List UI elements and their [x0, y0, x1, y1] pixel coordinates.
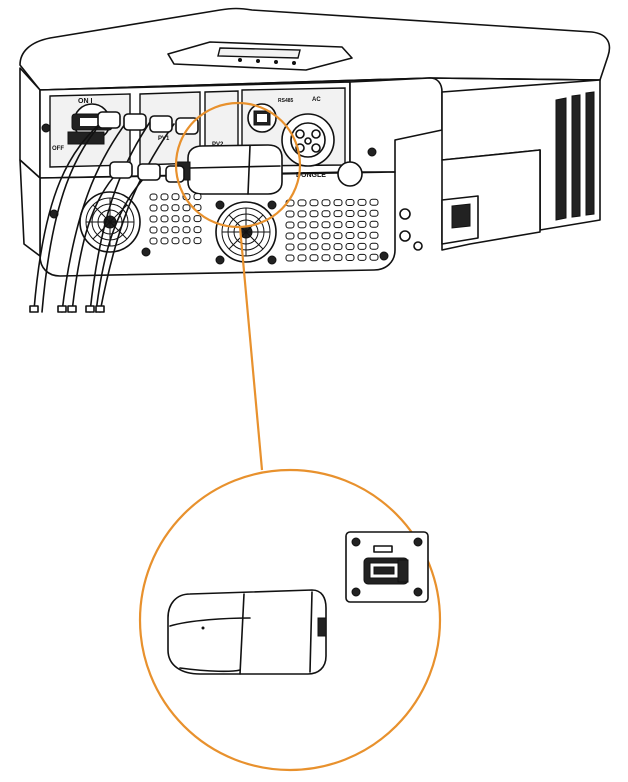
vent-slot [369, 231, 379, 239]
highlight-callout [138, 101, 442, 772]
vent-slot [297, 243, 307, 251]
vent-slot [345, 232, 355, 239]
vent-slot [297, 210, 307, 218]
vent-slot [182, 204, 191, 212]
vent-slot [297, 232, 307, 240]
label-off: OFF [52, 146, 64, 152]
inverter-drawing [19, 7, 611, 277]
vent-slot [309, 199, 319, 207]
vent-slot [285, 254, 295, 262]
vent-slot [321, 232, 331, 240]
vent-slot [357, 220, 367, 228]
vent-slot [160, 204, 169, 212]
callout-leader-line [238, 226, 264, 471]
vent-slot [182, 215, 191, 223]
label-pv1: PV1 [158, 136, 170, 142]
vent-slot [297, 199, 307, 207]
vent-slot [309, 243, 319, 251]
vent-slot [333, 243, 343, 251]
vent-slot [149, 215, 158, 223]
label-ac: AC [312, 97, 321, 103]
vent-grid [149, 193, 379, 262]
vent-slot [171, 215, 180, 223]
vent-slot [333, 210, 343, 218]
vent-slot [333, 221, 343, 229]
vent-slot [149, 226, 158, 234]
dongle-installed [175, 144, 283, 195]
label-pv2: PV2 [212, 142, 224, 148]
vent-slot [321, 210, 331, 218]
vent-plug [337, 161, 363, 187]
vent-slot [369, 198, 379, 206]
vent-slot [285, 232, 295, 240]
vent-slot [321, 199, 331, 207]
vent-slot [345, 210, 355, 217]
vent-slot [149, 204, 158, 212]
vent-slot [160, 215, 169, 223]
vent-slot [333, 232, 343, 240]
vent-slot [285, 243, 295, 251]
vent-slot [160, 193, 169, 201]
vent-slot [321, 243, 331, 251]
label-rs485: RS485 [278, 98, 294, 104]
vent-slot [345, 254, 355, 261]
vent-slot [297, 254, 307, 262]
vent-slot [285, 221, 295, 229]
pv-cables [29, 111, 199, 313]
vent-slot [309, 232, 319, 240]
vent-slot [345, 221, 355, 228]
vent-slot [297, 221, 307, 229]
vent-slot [309, 221, 319, 229]
vent-slot [357, 231, 367, 239]
vent-slot [333, 199, 343, 207]
dongle-zoomed [167, 589, 327, 675]
vent-slot [309, 210, 319, 218]
vent-slot [193, 237, 202, 245]
vent-slot [182, 226, 191, 234]
vent-slot [171, 237, 180, 245]
highlight-circle-large [138, 468, 442, 772]
vent-slot [369, 209, 379, 217]
vent-slot [160, 237, 169, 245]
vent-slot [345, 243, 355, 250]
label-dongle: DONGLE [296, 172, 326, 179]
vent-slot [357, 209, 367, 217]
vent-slot [345, 199, 355, 206]
vent-slot [357, 198, 367, 206]
vent-slot [171, 193, 180, 201]
vent-slot [309, 254, 319, 262]
vent-slot [333, 254, 343, 262]
vent-slot [193, 193, 202, 201]
vent-slot [321, 221, 331, 229]
vent-slot [357, 253, 367, 261]
vent-slot [357, 242, 367, 250]
vent-slot [160, 226, 169, 234]
vent-slot [321, 254, 331, 262]
vent-slot [149, 193, 158, 201]
vent-slot [369, 220, 379, 228]
vent-slot [171, 204, 180, 212]
vent-slot [285, 210, 295, 218]
vent-slot [171, 226, 180, 234]
highlight-circle-small [174, 101, 302, 229]
vent-slot [369, 253, 379, 261]
vent-slot [369, 242, 379, 250]
vent-slot [149, 237, 158, 245]
vent-slot [182, 237, 191, 245]
dongle-port-zoomed [345, 531, 429, 603]
vent-slot [193, 226, 202, 234]
ac-connector [281, 113, 335, 167]
vent-slot [193, 215, 202, 223]
label-on: ON I [78, 98, 92, 105]
